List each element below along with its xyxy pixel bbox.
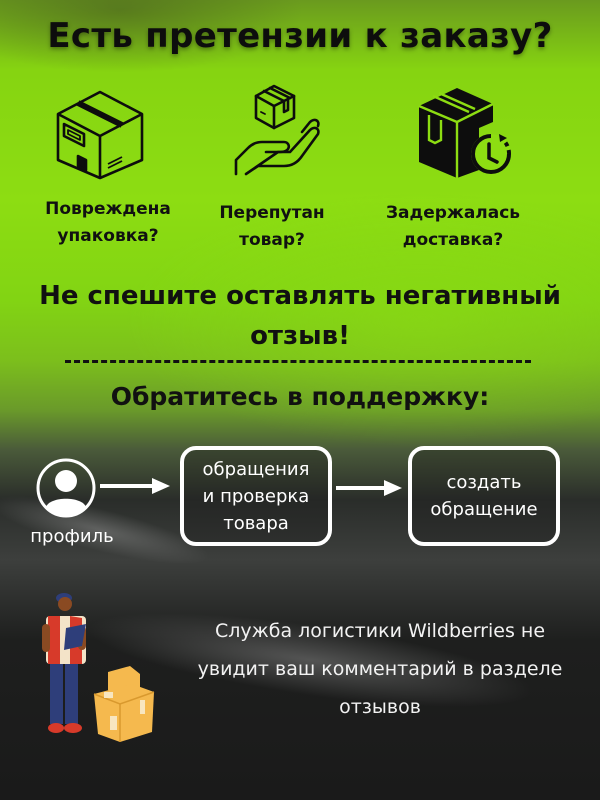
delayed-box-clock-icon: [415, 82, 515, 182]
hand-box-icon: [232, 82, 332, 182]
step-text-line: обращения: [202, 458, 310, 480]
issue-caption-line: доставка?: [402, 230, 504, 250]
step-create-request[interactable]: создать обращение: [408, 446, 560, 546]
note-line: увидит ваш комментарий в разделе: [197, 658, 563, 680]
issue-caption-line: Задержалась: [385, 203, 521, 223]
arrow-right-icon: [336, 480, 402, 496]
note-line: Служба логистики Wildberries не: [214, 620, 546, 642]
courier-with-boxes-illustration: [36, 588, 166, 748]
profile-avatar-icon[interactable]: [36, 458, 96, 518]
warning-headline: Не спешите оставлять негативный отзыв!: [0, 276, 600, 356]
logistics-note: Служба логистики Wildberries не увидит в…: [160, 612, 600, 726]
headline-line: отзыв!: [250, 321, 350, 351]
issue-caption-delayed: Задержалась доставка?: [370, 200, 536, 254]
step-text-line: обращение: [430, 499, 538, 520]
issue-caption-line: товар?: [239, 230, 305, 250]
support-heading: Обратитесь в поддержку:: [110, 382, 490, 411]
step-text-line: создать: [446, 472, 522, 493]
issue-caption-line: упаковка?: [57, 226, 159, 246]
step-text-line: и проверка: [202, 485, 310, 507]
profile-label: профиль: [30, 526, 114, 547]
issue-caption-line: Перепутан: [219, 203, 325, 223]
page-title: Есть претензии к заказу?: [47, 16, 553, 56]
arrow-right-icon: [100, 478, 170, 494]
issue-caption-damaged: Повреждена упаковка?: [30, 196, 186, 250]
step-requests-check-item[interactable]: обращения и проверка товара: [180, 446, 332, 546]
headline-line: Не спешите оставлять негативный: [39, 281, 561, 311]
issue-caption-line: Повреждена: [45, 199, 171, 219]
damaged-box-icon: [50, 82, 150, 182]
issue-caption-wrong-item: Перепутан товар?: [200, 200, 344, 254]
note-line: отзывов: [339, 696, 421, 718]
step-text-line: товара: [223, 512, 289, 534]
dashed-divider: [65, 360, 531, 363]
